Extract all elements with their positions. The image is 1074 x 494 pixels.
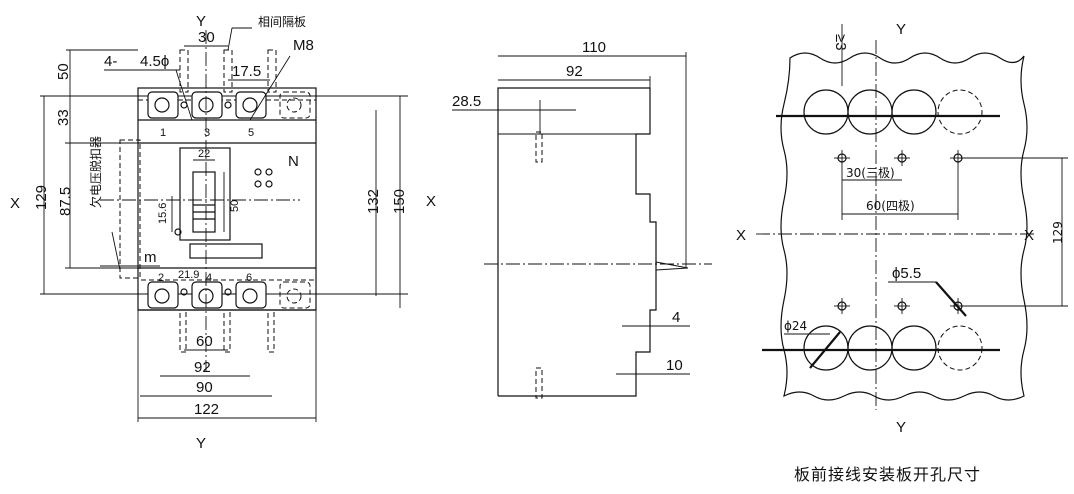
dim-150: 150	[391, 189, 408, 214]
dim-129: 129	[33, 185, 50, 210]
dim-15-6: 15.6	[157, 203, 169, 224]
bottom-terminals	[147, 281, 311, 309]
dim-4-5: 4.5ϕ	[140, 53, 169, 70]
front-view: 1 3 5 2 4 6	[10, 13, 408, 452]
cutout-axis-y-top: Y	[896, 21, 906, 38]
cutout-caption: 板前接线安装板开孔尺寸	[794, 465, 981, 484]
terminal-2-label: 2	[158, 272, 164, 284]
undervoltage-label: 欠电压脱扣器	[88, 136, 103, 208]
side-axis-x: X	[426, 193, 436, 210]
dim-92: 92	[194, 359, 211, 376]
dim-50-mid: 50	[229, 200, 241, 212]
cutout-dim-129: 129	[1051, 221, 1065, 244]
dim-ge-3: ≥3	[832, 34, 849, 51]
dim-50-top: 50	[55, 63, 72, 80]
side-dim-4: 4	[672, 309, 680, 326]
front-axis-y-top: Y	[196, 13, 206, 30]
dim-phi-24: ϕ24	[784, 319, 807, 333]
side-dim-92: 92	[566, 63, 583, 80]
terminal-5-label: 5	[248, 127, 254, 139]
phase-barriers	[179, 49, 277, 353]
front-axis-y-bottom: Y	[196, 435, 206, 452]
dim-90: 90	[196, 379, 213, 396]
dim-30: 30	[198, 29, 215, 46]
undervoltage-box	[119, 139, 141, 279]
side-dim-110: 110	[582, 39, 606, 56]
cutout-view: Y Y X X	[736, 21, 1068, 484]
plate-outline	[780, 52, 1028, 401]
handle	[192, 171, 216, 233]
dim-60-four-pole: 60(四极)	[866, 199, 915, 213]
handle-window	[179, 147, 231, 241]
dim-132: 132	[365, 189, 382, 214]
phase-barrier-label: 相间隔板	[258, 15, 306, 29]
dim-87-5: 87.5	[57, 187, 74, 216]
side-body-outline	[497, 87, 657, 397]
cutout-axis-x-right: X	[1024, 227, 1034, 244]
dim-22: 22	[198, 148, 210, 160]
side-view: X 110 92 28.5 4 10	[426, 39, 712, 399]
terminal-4-label: 4	[206, 272, 212, 284]
front-axis-x-left: X	[10, 195, 20, 212]
side-dim-10: 10	[666, 357, 683, 374]
dim-phi-5-5: ϕ5.5	[892, 265, 921, 282]
terminal-6-label: 6	[246, 272, 252, 284]
dim-122: 122	[194, 401, 219, 418]
terminal-3-label: 3	[204, 127, 210, 139]
terminal-1-label: 1	[160, 127, 166, 139]
dim-17-5: 17.5	[232, 63, 261, 80]
neutral-label: N	[288, 153, 299, 170]
front-body-outline	[137, 87, 317, 311]
dim-4-hole: 4-	[104, 53, 117, 70]
dim-21-9: 21.9	[178, 269, 199, 281]
nameplate	[189, 243, 263, 259]
dim-m: m	[144, 249, 157, 266]
side-dim-28-5: 28.5	[452, 93, 481, 110]
dim-33: 33	[55, 109, 72, 126]
cutout-axis-y-bottom: Y	[896, 419, 906, 436]
front-inner-dashed	[137, 99, 317, 281]
top-terminals	[147, 91, 311, 119]
cutout-axis-x-left: X	[736, 227, 746, 244]
dim-m8: M8	[293, 37, 314, 54]
dim-30-three-pole: 30(三极)	[846, 166, 895, 180]
dim-60: 60	[196, 333, 213, 350]
